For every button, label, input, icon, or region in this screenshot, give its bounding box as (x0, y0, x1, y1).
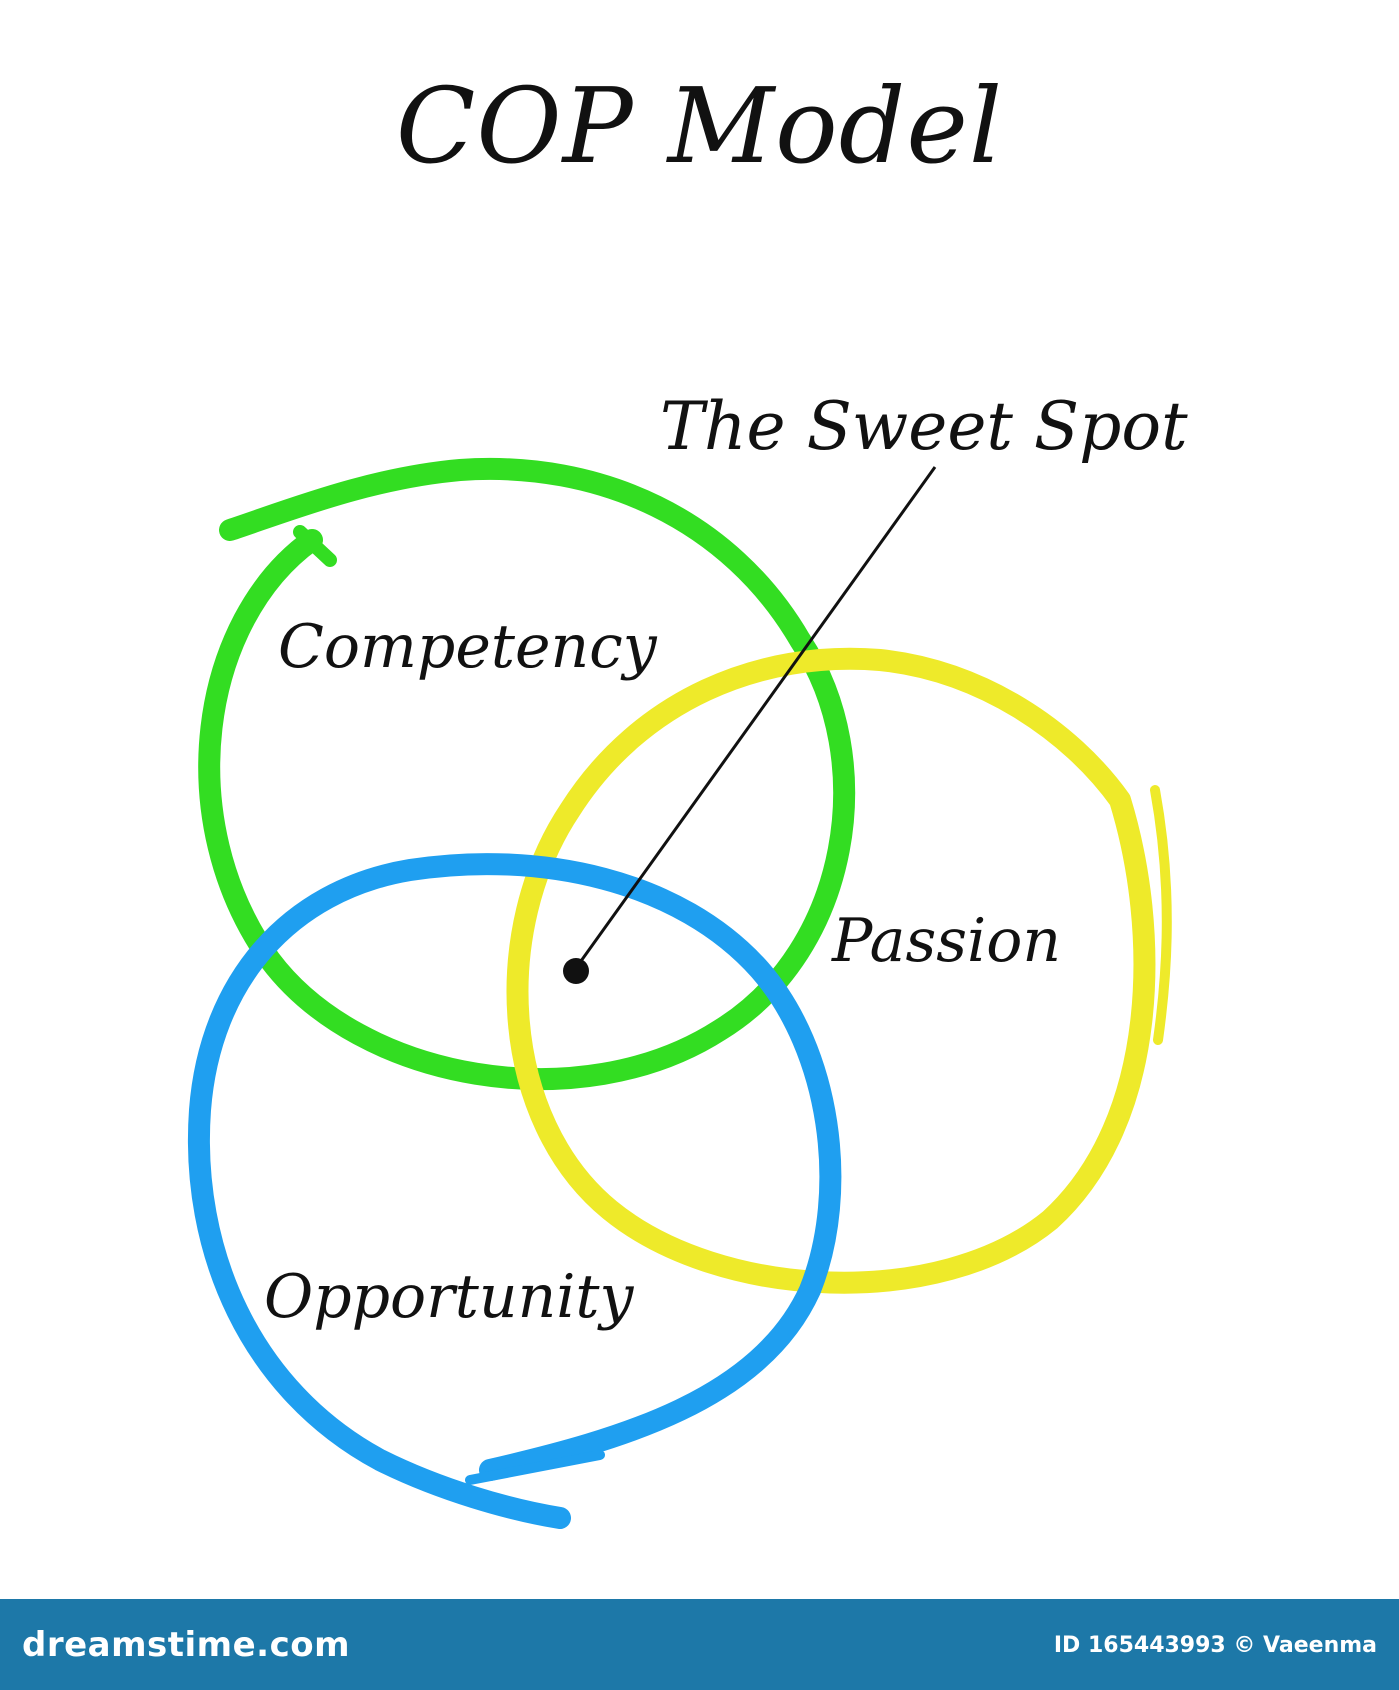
competency-label: Competency (278, 612, 657, 682)
opportunity-circle (188, 853, 842, 1529)
competency-circle (198, 458, 855, 1091)
sweet-spot-dot (563, 958, 589, 984)
passion-circle (506, 647, 1172, 1294)
sweet-spot-pointer (563, 466, 937, 984)
footer-brand: dreamstime.com (22, 1625, 351, 1665)
opportunity-label: Opportunity (264, 1262, 634, 1332)
passion-label: Passion (832, 906, 1061, 976)
sweet-spot-label: The Sweet Spot (660, 388, 1188, 465)
diagram-title: COP Model (395, 65, 1004, 187)
footer-credit: ID 165443993 © Vaeenma (1053, 1633, 1377, 1658)
watermark-footer: dreamstime.com ID 165443993 © Vaeenma (0, 1599, 1399, 1690)
venn-diagram (188, 458, 1172, 1529)
